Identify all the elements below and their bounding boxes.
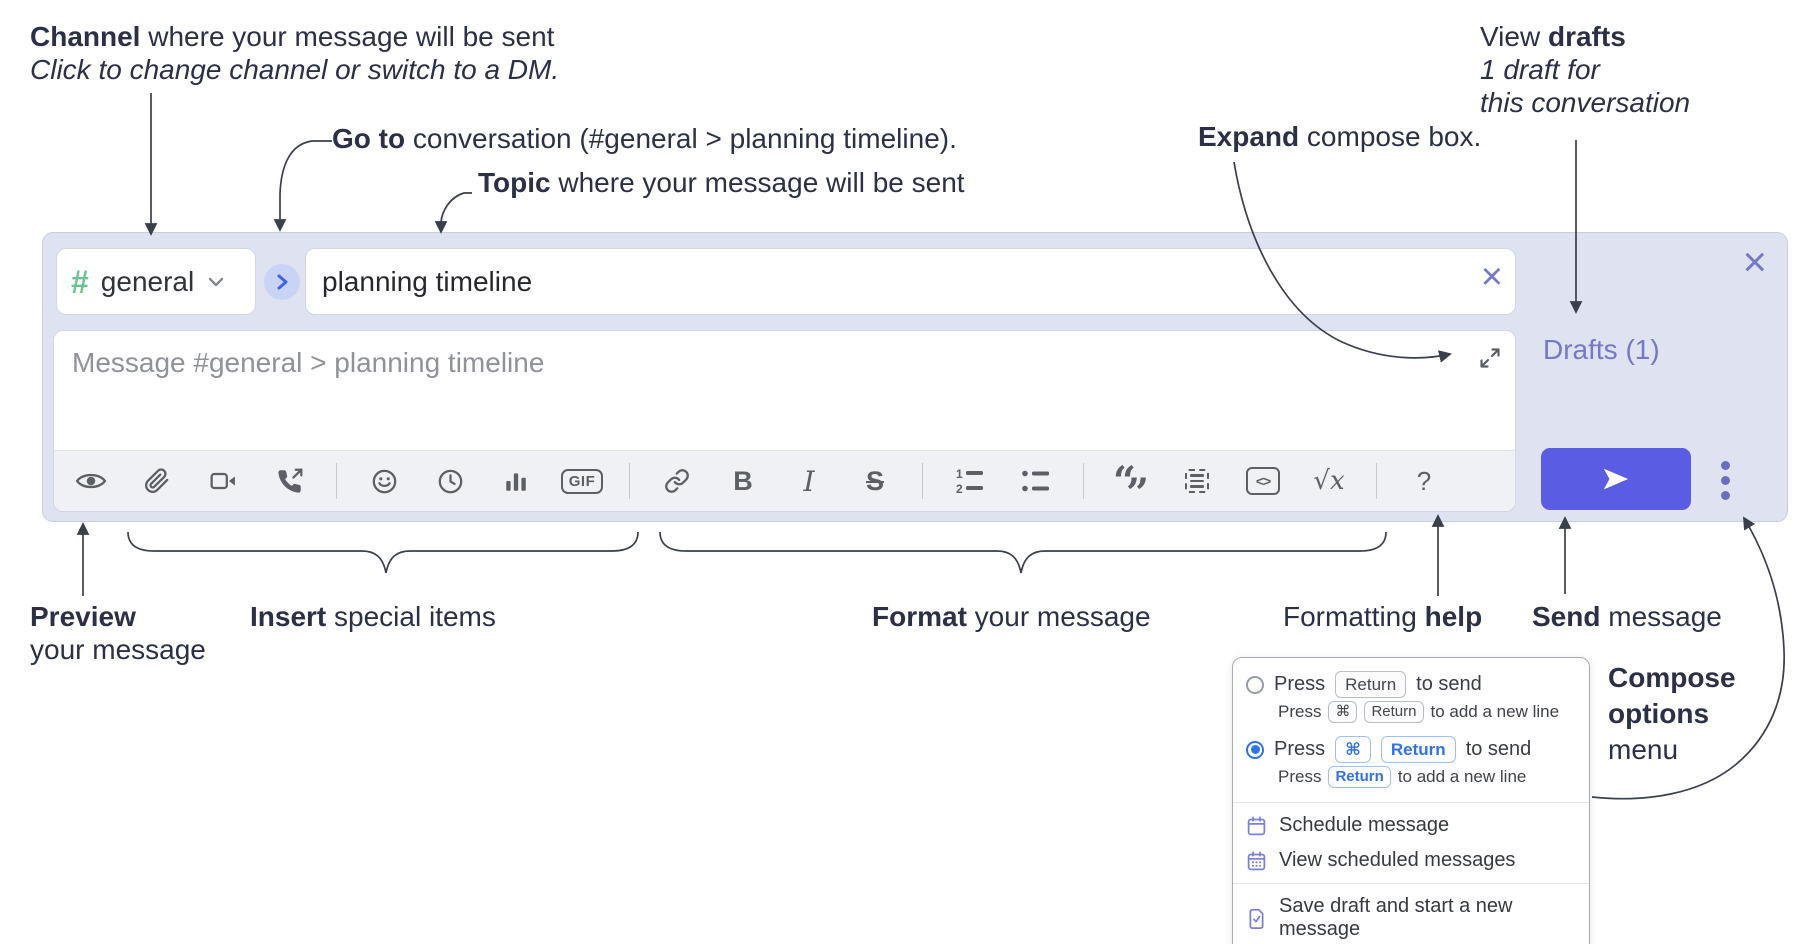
clear-topic-icon[interactable]: × — [1480, 256, 1503, 298]
link-icon[interactable] — [654, 460, 700, 502]
calendar-grid-icon — [1247, 851, 1266, 870]
formatting-help-note: Formatting help — [1283, 601, 1483, 632]
radio-checked-icon[interactable] — [1246, 740, 1264, 759]
strikethrough-icon[interactable]: S — [865, 465, 884, 496]
italic-icon[interactable]: I — [803, 464, 815, 498]
menu-divider — [1233, 802, 1589, 803]
draft-check-icon — [1249, 908, 1264, 929]
bulleted-list-icon[interactable] — [1013, 460, 1059, 502]
compose-options-popup: Press Return to send Press ⌘ Return to a… — [1232, 657, 1590, 944]
svg-text:2: 2 — [956, 482, 963, 495]
view-scheduled-messages-item[interactable]: View scheduled messages — [1233, 843, 1589, 878]
topic-input[interactable] — [306, 249, 1515, 314]
paperclip-icon[interactable] — [134, 460, 180, 502]
channel-name: general — [100, 265, 195, 297]
chevron-right-icon — [277, 274, 288, 290]
message-box: GIF B I S 12 “” — [53, 330, 1516, 512]
channel-selector[interactable]: # general — [56, 248, 256, 315]
time-icon[interactable] — [427, 460, 473, 502]
bold-icon[interactable]: B — [733, 465, 753, 496]
preview-note: Preview your message — [30, 601, 206, 665]
toolbar-divider — [1083, 463, 1084, 499]
return-key: Return — [1380, 736, 1456, 763]
compose-box: # general × × — [42, 232, 1788, 522]
menu-divider — [1233, 883, 1589, 884]
radio-unchecked-icon[interactable] — [1246, 675, 1264, 694]
channel-note: Channel where your message will be sent … — [30, 21, 560, 85]
insert-brace — [127, 531, 639, 574]
goto-connector — [273, 140, 332, 232]
topic-connector — [434, 192, 472, 234]
return-key: Return — [1364, 701, 1424, 723]
enter-sends-subtext: Press ⌘ Return to add a new line — [1278, 701, 1560, 723]
send-plane-icon — [1603, 468, 1629, 490]
toolbar-divider — [336, 463, 337, 499]
topic-field: × — [305, 248, 1516, 315]
schedule-message-item[interactable]: Schedule message — [1233, 808, 1589, 843]
video-call-icon[interactable] — [200, 460, 246, 502]
voice-call-icon[interactable] — [266, 460, 312, 502]
message-formatting-help-icon[interactable]: ? — [1416, 465, 1432, 496]
gif-icon[interactable]: GIF — [559, 460, 605, 502]
format-note: Format your message — [872, 601, 1151, 632]
compose-options-note: Compose options menu — [1608, 662, 1736, 765]
save-draft-item[interactable]: Save draft and start a new message — [1233, 889, 1589, 944]
close-compose-icon[interactable]: × — [1742, 238, 1767, 285]
enter-sends-option[interactable]: Press Return to send — [1233, 667, 1589, 701]
return-key: Return — [1335, 671, 1407, 698]
svg-text:1: 1 — [956, 467, 963, 481]
go-to-conversation-button[interactable] — [264, 264, 300, 300]
channel-hash-icon: # — [71, 263, 89, 300]
math-icon[interactable]: √x — [1313, 466, 1345, 496]
cmd-enter-sends-subtext: Press Return to add a new line — [1278, 766, 1527, 788]
preview-eye-icon[interactable] — [68, 460, 114, 502]
cmd-key: ⌘ — [1328, 701, 1358, 723]
compose-options-menu-icon[interactable] — [1711, 457, 1740, 504]
toolbar-divider — [629, 463, 630, 499]
message-input[interactable] — [54, 331, 1515, 449]
drafts-link[interactable]: Drafts (1) — [1543, 334, 1660, 365]
send-note: Send message — [1532, 601, 1722, 632]
code-icon[interactable]: <> — [1240, 460, 1286, 502]
emoji-icon[interactable] — [361, 460, 407, 502]
chevron-down-icon — [209, 277, 224, 286]
cmd-enter-sends-option[interactable]: Press ⌘ Return to send — [1233, 732, 1589, 766]
insert-note: Insert special items — [250, 601, 496, 632]
return-key: Return — [1328, 766, 1391, 788]
poll-chart-icon[interactable] — [493, 460, 539, 502]
calendar-icon — [1247, 816, 1266, 835]
toolbar-divider — [1376, 463, 1377, 499]
format-brace — [659, 531, 1387, 574]
toolbar-divider — [922, 463, 923, 499]
send-button[interactable] — [1541, 448, 1691, 510]
topic-note: Topic where your message will be sent — [478, 167, 965, 198]
view-drafts-note: View drafts 1 draft for this conversatio… — [1480, 21, 1691, 118]
expand-compose-icon[interactable] — [1477, 345, 1503, 376]
expand-note: Expand compose box. — [1198, 121, 1482, 152]
spoiler-icon[interactable] — [1174, 460, 1220, 502]
goto-note: Go to conversation (#general > planning … — [332, 123, 957, 154]
cmd-key: ⌘ — [1335, 736, 1371, 763]
quote-icon[interactable]: “” — [1113, 458, 1149, 512]
